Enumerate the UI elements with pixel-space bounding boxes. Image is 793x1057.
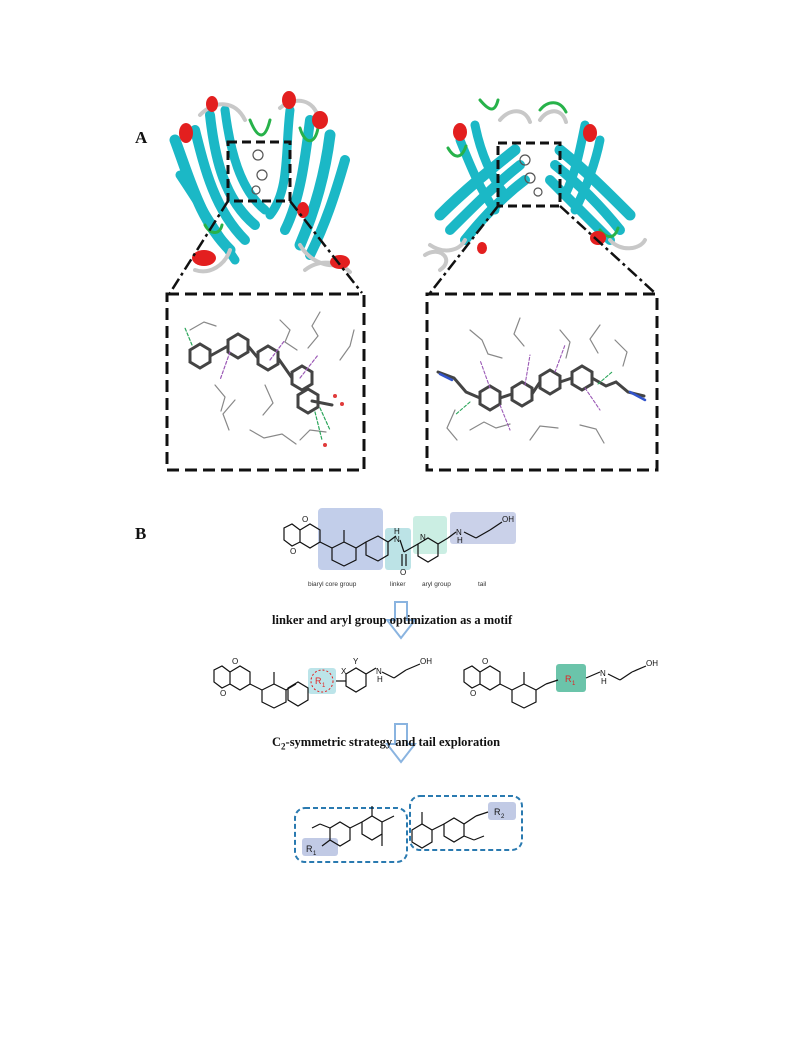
step-2-sub: 2 [281, 741, 286, 752]
panel-label-a: A [135, 128, 148, 147]
atom-oh-tail: OH [502, 515, 514, 524]
linker-highlight [385, 528, 411, 570]
dimer-r1-sub: 1 [313, 851, 317, 857]
atom-o-1: O [302, 515, 308, 524]
right-half-box [409, 795, 523, 851]
step-arrow-2 [385, 723, 417, 764]
motif-left-r: R [315, 676, 322, 686]
motif-left-o2: O [220, 689, 226, 698]
atom-h-tail: H [457, 536, 463, 545]
motif-right-o2: O [470, 689, 476, 698]
motif-right-oh: OH [646, 659, 658, 668]
dimer-r2-sub: 2 [501, 814, 505, 820]
motif-left-o1: O [232, 657, 238, 666]
motif-left-x: X [341, 667, 347, 676]
motif-right-r: R [565, 674, 572, 684]
r1-highlight-left [308, 668, 336, 694]
right-protein-ribbon [423, 98, 647, 272]
step-2-suffix: -symmetric strategy and tail exploration [285, 735, 501, 749]
panel-label-b: B [135, 524, 147, 543]
right-zoom-box [425, 292, 659, 472]
left-half-box [294, 807, 408, 863]
atom-h-amide: N [394, 535, 400, 544]
step-arrow-1 [385, 601, 417, 640]
tail-highlight [450, 512, 516, 544]
step-2-caption: C2-symmetric strategy and tail explorati… [272, 735, 500, 752]
atom-n-tail: N [456, 528, 462, 537]
right-interaction-detail [436, 317, 647, 444]
r1-dimer-highlight [302, 838, 338, 856]
left-protein-ribbon [169, 91, 352, 274]
label-tail: tail [478, 581, 487, 588]
motif-left-structure: O O R 1 X Y N H OH [213, 657, 432, 709]
left-binding-site-box [226, 140, 292, 203]
lead-compound-structure: O O H N O N N H OH biaryl core group lin… [283, 508, 516, 588]
right-binding-site-box [496, 141, 562, 208]
c2-symmetric-structure: R 1 R 2 [294, 795, 523, 863]
motif-left-h: H [377, 675, 383, 684]
step-2-prefix: C [272, 735, 282, 749]
r1-highlight-right [556, 664, 586, 692]
motif-right-o1: O [482, 657, 488, 666]
motif-right-r-sub: 1 [572, 681, 576, 687]
label-aryl-group: aryl group [422, 581, 451, 588]
atom-o-carbonyl: O [400, 568, 406, 577]
motif-left-n: N [376, 667, 382, 676]
motif-left-r-sub: 1 [322, 683, 326, 689]
dimer-r2: R [494, 807, 501, 817]
left-zoom-box [165, 292, 366, 472]
atom-n-pyridine: N [420, 533, 426, 542]
motif-left-y: Y [353, 657, 359, 666]
motif-right-structure: O O R 1 N H OH [463, 657, 658, 709]
left-interaction-detail [184, 311, 355, 447]
motif-right-h: H [601, 677, 607, 686]
atom-o-2: O [290, 547, 296, 556]
dimer-r1: R [306, 844, 313, 854]
atom-n-amide: H [394, 527, 400, 536]
motif-right-n: N [600, 669, 606, 678]
label-linker: linker [390, 581, 406, 588]
r2-dimer-highlight [488, 802, 516, 820]
protein-structures-panel [165, 91, 659, 472]
biaryl-core-highlight [318, 508, 383, 570]
motif-left-oh: OH [420, 657, 432, 666]
step-1-caption: linker and aryl group optimization as a … [272, 613, 513, 627]
label-biaryl-core: biaryl core group [308, 581, 357, 588]
